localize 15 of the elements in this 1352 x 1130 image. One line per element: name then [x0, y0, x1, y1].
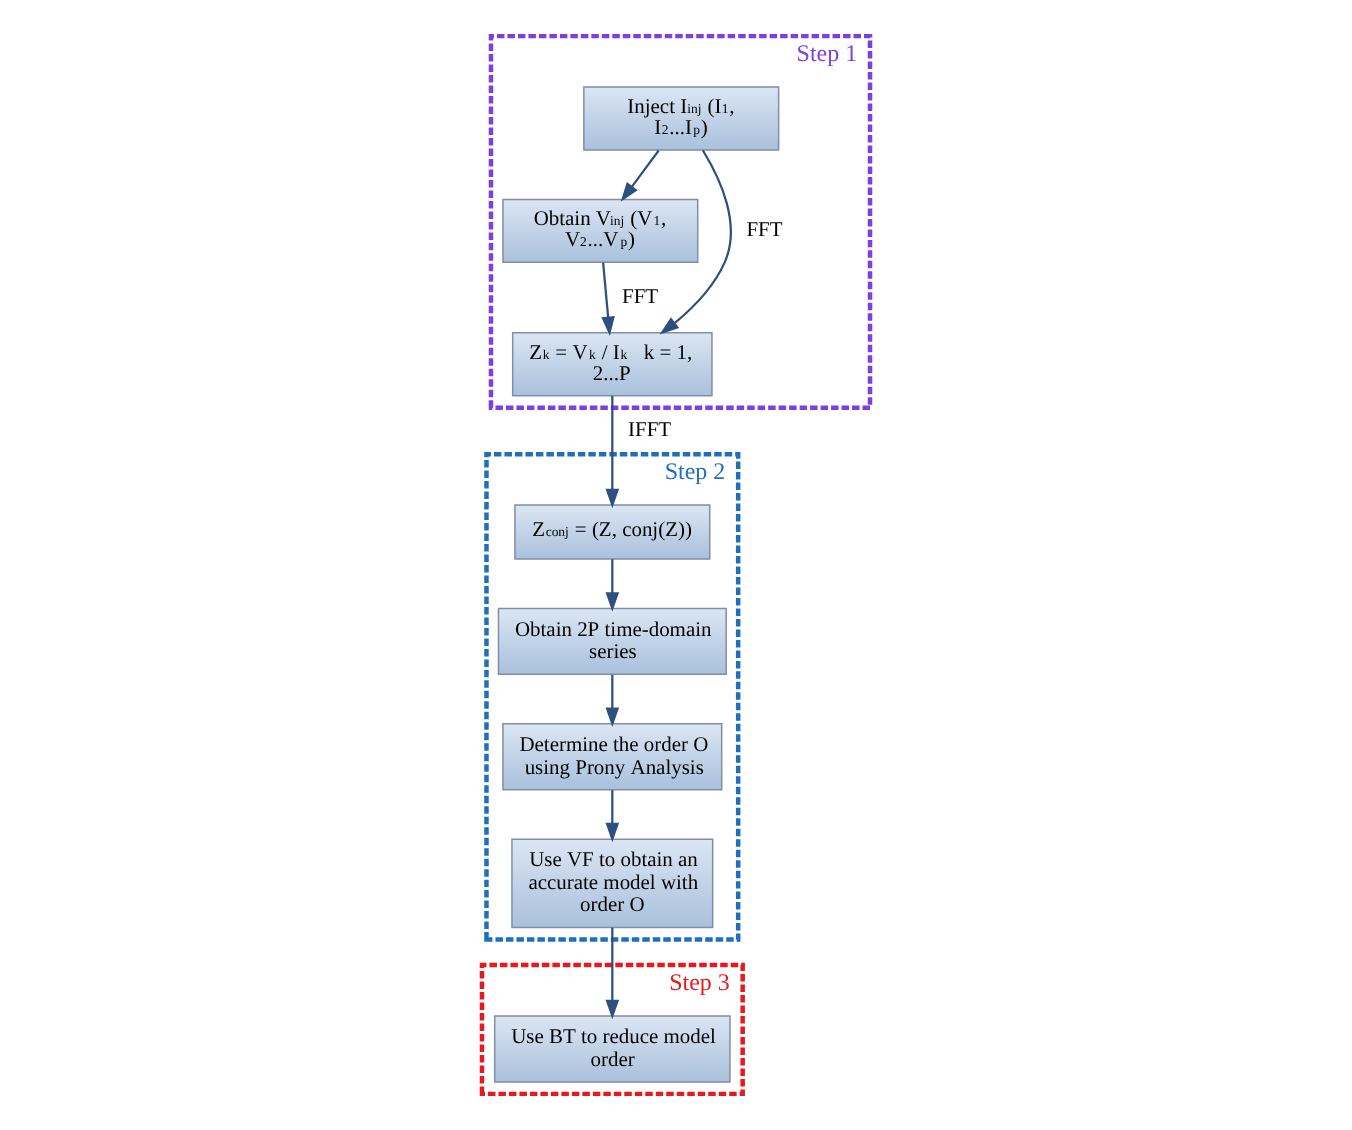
edge-label: IFFT: [628, 420, 672, 443]
arrow: [605, 395, 620, 509]
node-box: Use VF to obtain an accurate model with order O: [511, 838, 714, 929]
arrow: [620, 149, 660, 202]
arrow: [605, 927, 620, 1020]
arrow: [605, 559, 620, 612]
node-box: Use BT to reduce model order: [493, 1015, 731, 1083]
arrow: [659, 149, 732, 335]
node-box: Determine the order O using Prony Analysis: [502, 723, 723, 791]
edge-label: FFT: [622, 287, 659, 310]
edge-label: FFT: [746, 220, 783, 243]
arrow: [601, 262, 615, 337]
node-box: Obtain 2P time-domain series: [497, 607, 727, 676]
arrow: [605, 674, 620, 728]
arrow: [605, 790, 620, 843]
